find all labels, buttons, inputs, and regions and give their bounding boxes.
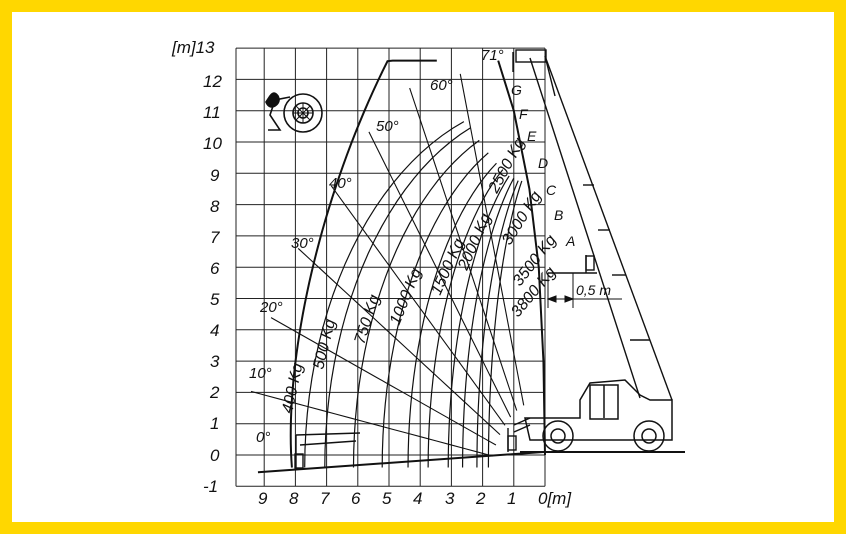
angle-ray [459, 73, 525, 406]
x-tick-label: 8 [289, 489, 299, 508]
zone-label: B [554, 207, 563, 223]
angle-rays [250, 73, 525, 457]
y-axis-label: [m]13 [171, 38, 215, 57]
zone-label: G [511, 82, 522, 98]
angle-label: 20° [259, 299, 283, 316]
y-tick-label: 4 [210, 321, 219, 340]
y-tick-label: 11 [203, 103, 221, 122]
y-tick-labels: 12 11 10 9 8 7 6 5 4 3 2 1 0 -1 [203, 72, 222, 496]
y-tick-label: 0 [210, 446, 220, 465]
y-tick-label: 12 [203, 72, 222, 91]
zone-label: F [519, 106, 529, 122]
x-tick-label: 6 [351, 489, 361, 508]
fork-carriage [548, 255, 597, 274]
load-curve [487, 180, 523, 468]
load-curve [427, 169, 504, 468]
fork-offset-dimension [546, 273, 622, 308]
load-label: 1000 Kg [387, 266, 425, 328]
zone-label: A [565, 233, 575, 249]
envelope-inner [497, 60, 546, 456]
x-tick-label: 2 [475, 489, 486, 508]
y-tick-label: 3 [210, 352, 220, 371]
extension-zone-labels: A B C D E F G [511, 82, 575, 249]
angle-ray [368, 131, 512, 418]
x-tick-label: 9 [258, 489, 268, 508]
zone-label: D [538, 155, 548, 171]
y-tick-label: 5 [210, 290, 220, 309]
telescopic-boom [512, 49, 673, 401]
angle-label: 60° [430, 77, 453, 94]
load-curve [324, 127, 471, 468]
load-label: 750 Kg [352, 293, 384, 347]
fork-offset-label: 0,5 m [576, 282, 611, 298]
envelope-outer [289, 59, 437, 468]
angle-ray [330, 185, 506, 426]
load-envelope [257, 59, 546, 474]
zone-label: E [527, 128, 537, 144]
load-curves [304, 121, 523, 468]
angle-ray [297, 248, 501, 436]
load-curve [304, 121, 465, 468]
load-curve [447, 175, 510, 468]
load-curve [352, 139, 480, 468]
x-tick-label: 5 [382, 489, 392, 508]
load-curve [476, 180, 519, 468]
load-curve [381, 152, 489, 468]
y-tick-label: 8 [210, 197, 220, 216]
y-tick-label: 1 [210, 414, 219, 433]
x-tick-label: 3 [445, 489, 455, 508]
angle-labels: 0° 10° 20° 30° 40° 50° 60° 71° [249, 47, 504, 446]
x-tick-label: 1 [507, 489, 516, 508]
angle-label: 10° [249, 365, 272, 382]
load-curve [407, 162, 497, 468]
angle-ray [409, 87, 518, 411]
y-tick-label: 7 [210, 228, 220, 247]
envelope-base [257, 450, 546, 474]
x-axis-label: 0[m] [538, 489, 572, 508]
x-tick-label: 7 [320, 489, 330, 508]
ground-fork [294, 428, 517, 469]
angle-label: 0° [256, 429, 270, 446]
angle-label: 30° [291, 235, 314, 252]
zone-label: C [546, 182, 557, 198]
angle-ray [270, 317, 497, 446]
load-label: 400 Kg [279, 362, 306, 415]
load-label: 2500 Kg [485, 135, 529, 197]
angle-label: 50° [376, 118, 399, 135]
x-tick-labels: 9 8 7 6 5 4 3 2 1 [258, 489, 516, 508]
angle-label: 40° [329, 175, 352, 192]
angle-label: 71° [481, 47, 504, 64]
angle-ray [250, 390, 494, 457]
load-curve [461, 178, 515, 468]
x-tick-label: 4 [413, 489, 422, 508]
load-label: 3000 Kg [499, 188, 545, 248]
y-tick-label: 9 [210, 166, 220, 185]
y-tick-label: 10 [203, 134, 222, 153]
grid [235, 47, 546, 487]
y-tick-label: -1 [203, 477, 218, 496]
telehandler-icon [513, 379, 685, 453]
y-tick-label: 6 [210, 259, 220, 278]
y-tick-label: 2 [209, 383, 220, 402]
tyre-icon [265, 92, 323, 133]
